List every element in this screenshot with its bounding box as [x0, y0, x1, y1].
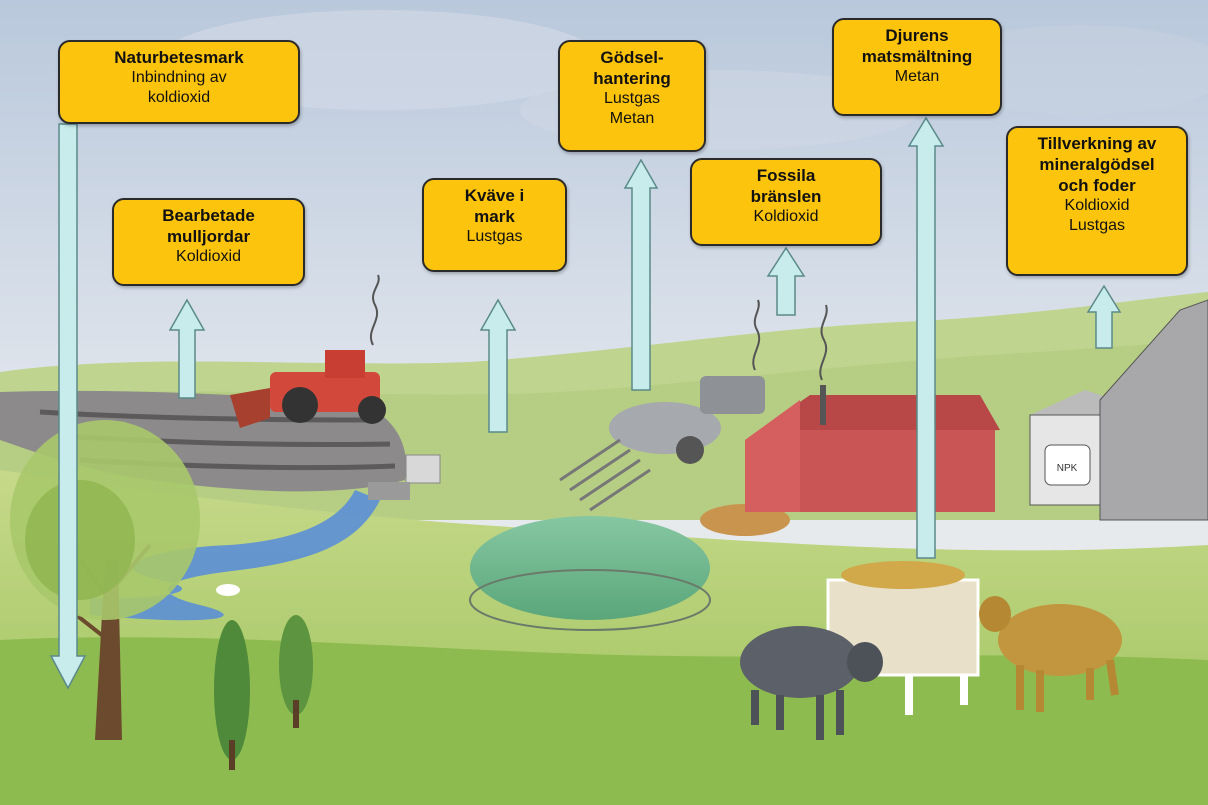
arrow-fossila: [766, 246, 806, 316]
barn-wall: [800, 430, 995, 512]
naturbetesmark-box: Naturbetesmark Inbindning av koldioxid: [58, 40, 300, 124]
tillverkning-title-1: Tillverkning av: [1037, 134, 1157, 153]
cow-brown-legs: [1016, 659, 1119, 712]
fossila-box: Fossila bränslen Koldioxid: [690, 158, 882, 246]
cow-black-head: [847, 642, 883, 682]
mulljordar-line-1: Koldioxid: [176, 248, 241, 265]
smoke-wisp: [819, 304, 828, 381]
tractor-plow: [230, 388, 270, 428]
hay: [841, 561, 965, 589]
naturbetesmark-title: Naturbetesmark: [114, 48, 244, 67]
kvave-title-2: mark: [474, 207, 515, 226]
godsel-title-1: Gödsel-: [600, 48, 664, 67]
tanker-wheel: [676, 436, 704, 464]
arrow-godsel: [623, 158, 659, 391]
godsel-line-2: Metan: [609, 110, 655, 127]
fossila-title-2: bränslen: [750, 187, 822, 206]
djurens-line-1: Metan: [894, 68, 940, 85]
mulljordar-box: Bearbetade mulljordar Koldioxid: [112, 198, 305, 286]
godsel-box: Gödsel- hantering Lustgas Metan: [558, 40, 706, 152]
kvave-line-1: Lustgas: [466, 228, 523, 245]
furrow: [39, 409, 371, 423]
emission-arrows: [49, 116, 1122, 690]
stream: [90, 490, 380, 621]
cow-brown: [998, 604, 1122, 676]
npk-bag-label: NPK: [1057, 463, 1078, 474]
arrow-naturbetesmark-down: [49, 123, 87, 690]
cypress-trunk: [293, 700, 299, 728]
silo-building: [1099, 299, 1208, 521]
smoke-wisp: [370, 274, 380, 346]
duck: [216, 584, 240, 596]
cypress-trunk: [229, 740, 235, 770]
npk-bag: [1044, 444, 1091, 486]
water-tank: [405, 454, 441, 484]
cypress-tree: [214, 620, 250, 760]
tractor-wheel: [358, 396, 386, 424]
naturbetesmark-line-2: koldioxid: [147, 89, 211, 106]
cow-black: [740, 626, 860, 698]
tillverkning-line-1: Koldioxid: [1064, 197, 1130, 214]
tanker-tractor: [700, 376, 765, 414]
tractor-wheel: [282, 387, 318, 423]
fossila-title-1: Fossila: [756, 166, 816, 185]
tree-crown-shade: [25, 480, 135, 600]
kvave-box: Kväve i mark Lustgas: [422, 178, 567, 272]
arrow-kvave: [479, 298, 517, 433]
djurens-box: Djurens matsmältning Metan: [832, 18, 1002, 116]
tillverkning-line-2: Lustgas: [1068, 217, 1126, 234]
cow-brown-head: [979, 596, 1011, 632]
godsel-title-2: hantering: [593, 69, 671, 88]
tillverkning-title-2: mineralgödsel: [1039, 155, 1155, 174]
outlet-pipe: [368, 482, 410, 500]
slurry-spreader: [559, 438, 651, 512]
djurens-title-1: Djurens: [885, 26, 949, 45]
digester-base: [469, 569, 711, 631]
barn-gable: [745, 400, 800, 512]
cypress-tree: [279, 615, 313, 715]
mulljordar-title-2: mulljordar: [166, 227, 251, 246]
rack-leg: [905, 675, 913, 715]
tractor-cabin: [325, 350, 365, 378]
djurens-title-2: matsmältning: [861, 47, 973, 66]
naturbetesmark-line-1: Inbindning av: [131, 69, 227, 86]
arrow-mulljordar: [168, 298, 206, 399]
barn-roof: [745, 395, 1000, 440]
mulljordar-title-1: Bearbetade: [162, 206, 255, 225]
kvave-title-1: Kväve i: [464, 186, 525, 205]
cow-black-legs: [751, 690, 844, 740]
fossila-line-1: Koldioxid: [753, 208, 819, 225]
tillverkning-box: Tillverkning av mineralgödsel och foder …: [1006, 126, 1188, 276]
smoke-wisp: [752, 299, 761, 371]
godsel-line-1: Lustgas: [603, 90, 661, 107]
arrow-tillverkning: [1086, 284, 1122, 349]
barn-chimney: [820, 385, 826, 425]
rack-leg: [960, 675, 968, 705]
tillverkning-title-3: och foder: [1058, 176, 1136, 195]
biogas-digester: [470, 516, 710, 620]
arrow-djurens: [907, 116, 945, 559]
